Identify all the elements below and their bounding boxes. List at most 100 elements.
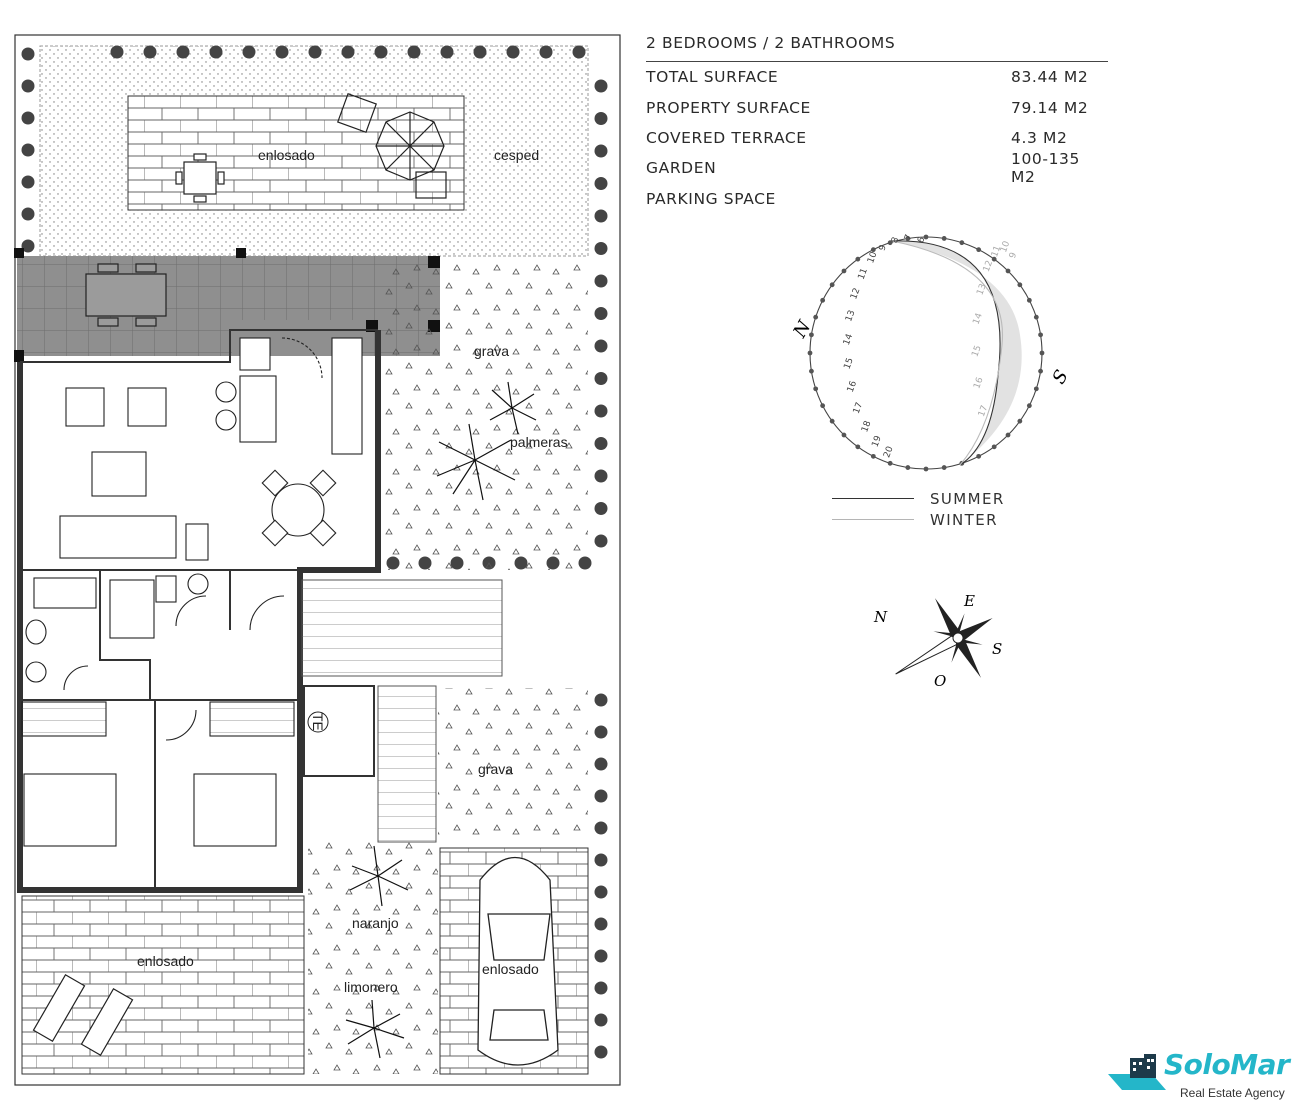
summary-value: 79.14 M2 <box>1011 98 1089 117</box>
shrub-icon <box>110 45 124 59</box>
shrub-icon <box>242 45 256 59</box>
shrub-icon <box>594 242 608 255</box>
lemon-tree-label: limonero <box>344 979 398 995</box>
summer-hour-label: 17 <box>852 401 865 415</box>
gravel-garden-top <box>382 256 588 570</box>
palms-label: palmeras <box>510 434 568 450</box>
lemon-tree-icon <box>345 999 405 1059</box>
summary-label: COVERED TERRACE <box>646 128 807 147</box>
shrub-icon <box>594 917 608 931</box>
ring-tick <box>829 418 835 424</box>
tree-garden <box>308 842 438 1074</box>
summer-hour-label: 20 <box>882 445 895 459</box>
ring-tick <box>1005 268 1011 274</box>
ring-tick <box>976 247 982 253</box>
bottom-patio-label: enlosado <box>137 953 194 969</box>
dining-table-icon <box>85 263 167 327</box>
shrub-icon <box>21 143 35 157</box>
building-logo-icon <box>1108 1054 1166 1090</box>
shrub-icon <box>594 789 608 803</box>
winter-hour-label: 10 <box>999 240 1012 254</box>
property-summary: 2 BEDROOMS / 2 BATHROOMS TOTAL SURFACE 8… <box>646 34 1108 214</box>
shrub-icon <box>594 949 608 963</box>
ring-tick <box>809 368 814 374</box>
bedroom-furniture <box>21 701 295 847</box>
summer-hour-label: 10 <box>866 250 879 264</box>
shrub-icon <box>209 45 223 59</box>
shrub-icon <box>275 45 289 59</box>
brand-tagline: Real Estate Agency <box>1180 1086 1285 1100</box>
ring-tick <box>959 240 965 246</box>
winter-hour-label: 15 <box>970 344 983 358</box>
shrub-icon <box>21 207 35 221</box>
shrub-icon <box>473 45 487 59</box>
ring-tick <box>807 350 813 356</box>
ring-tick <box>820 403 826 409</box>
shrub-icon <box>594 534 608 548</box>
living-room-furniture <box>59 387 337 561</box>
top-patio-label: enlosado <box>258 147 315 163</box>
winter-hour-label: 13 <box>975 282 988 296</box>
ring-tick <box>870 453 876 459</box>
shrub-icon <box>440 45 454 59</box>
shrub-icon <box>594 144 608 158</box>
shrub-icon <box>594 339 608 353</box>
ring-tick <box>923 234 929 240</box>
shrub-icon <box>594 469 608 483</box>
ring-tick <box>813 386 819 392</box>
shrub-icon <box>594 981 608 995</box>
shrub-icon <box>594 853 608 867</box>
summer-hour-label: 13 <box>844 309 857 323</box>
ring-tick <box>923 466 929 472</box>
floor-plan: TE enlosado cesped grava palmeras grava … <box>14 34 621 1086</box>
shrub-icon <box>341 45 355 59</box>
legend-item-summer: SUMMER <box>832 488 1005 509</box>
gravel-label-bottom: grava <box>478 761 513 777</box>
shrub-icon <box>594 725 608 739</box>
ring-tick <box>1017 282 1023 288</box>
summary-row: PROPERTY SURFACE 79.14 M2 <box>646 92 1108 122</box>
summer-hour-label: 8 <box>890 236 901 245</box>
compass-o: O <box>934 672 946 690</box>
winter-arc <box>891 240 1004 466</box>
winter-line <box>832 519 914 520</box>
summary-row: GARDEN 100-135 M2 <box>646 150 1108 186</box>
summary-value: 83.44 M2 <box>1011 68 1089 87</box>
ring-tick <box>820 297 826 303</box>
ring-tick <box>976 453 982 459</box>
stairs <box>301 579 503 677</box>
bathroom-fixtures <box>25 573 285 741</box>
ring-tick <box>855 256 861 262</box>
shrub-icon <box>594 79 608 93</box>
shrub-icon <box>21 175 35 189</box>
ring-tick <box>1017 418 1023 424</box>
ring-tick <box>841 432 847 438</box>
driveway-label: enlosado <box>482 961 539 977</box>
orange-tree-label: naranjo <box>352 915 399 931</box>
ring-tick <box>991 444 997 450</box>
summer-hour-label: 16 <box>846 379 859 393</box>
patio-table-icon <box>175 153 225 203</box>
meter-box-label: TE <box>310 713 326 731</box>
summary-value: 4.3 M2 <box>1011 128 1068 147</box>
shrub-icon <box>21 79 35 93</box>
ring-tick <box>1038 368 1043 374</box>
south-label: S <box>1048 367 1072 388</box>
ring-tick <box>905 236 911 241</box>
ring-tick <box>855 444 861 450</box>
ring-tick <box>813 314 819 320</box>
summer-hour-label: 15 <box>843 357 856 371</box>
shrub-icon <box>594 1045 608 1059</box>
ring-tick <box>1033 386 1039 392</box>
ring-tick <box>1026 403 1032 409</box>
summary-heading: 2 BEDROOMS / 2 BATHROOMS <box>646 34 1108 62</box>
summary-label: GARDEN <box>646 159 717 178</box>
gravel-label-top: grava <box>474 343 509 359</box>
shrub-icon <box>594 404 608 418</box>
shrub-icon <box>594 112 608 125</box>
ring-tick <box>870 247 876 253</box>
ring-tick <box>1033 314 1039 320</box>
winter-hour-label: 11 <box>990 244 1003 258</box>
